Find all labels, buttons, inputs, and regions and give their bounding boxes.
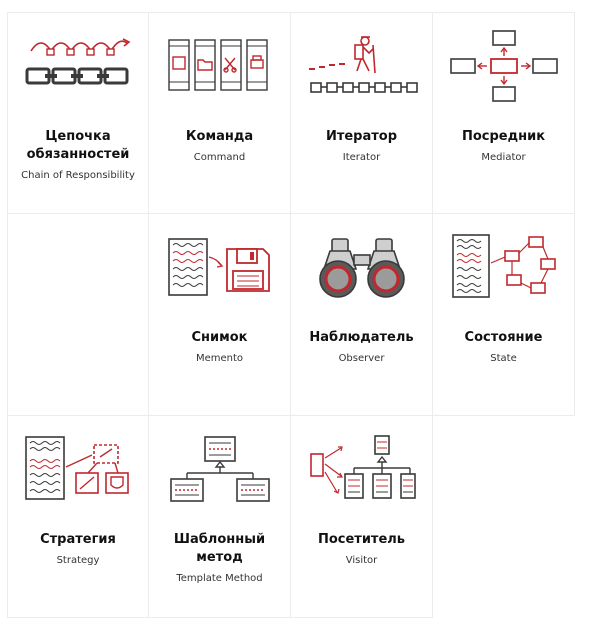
pattern-card-memento[interactable]: Снимок Memento [149,214,291,416]
pattern-card-command[interactable]: Команда Command [149,12,291,214]
pattern-subtitle: Mediator [481,152,526,163]
pattern-card-mediator[interactable]: Посредник Mediator [433,12,575,214]
pattern-card-chain-of-responsibility[interactable]: Цепочка обязанностей Chain of Responsibi… [7,12,149,214]
pattern-title: Посредник [461,129,546,144]
pattern-title: Состояние [464,330,543,345]
pattern-subtitle: Chain of Responsibility [21,170,135,181]
pattern-card-state[interactable]: Состояние State [433,214,575,416]
pattern-title: Цепочка обязанностей [26,129,130,162]
state-icon [433,214,575,319]
pattern-subtitle: Iterator [342,152,381,163]
pattern-title: Наблюдатель [309,330,414,345]
observer-icon [291,214,433,319]
empty-cell [7,214,149,416]
command-icon [149,13,291,118]
pattern-subtitle: Command [193,152,246,163]
empty-cell [433,416,575,618]
pattern-title: Команда [185,129,254,144]
pattern-subtitle: Strategy [56,555,100,566]
pattern-card-template-method[interactable]: Шаблонный метод Template Method [149,416,291,618]
patterns-grid: Цепочка обязанностей Chain of Responsibi… [7,12,579,618]
pattern-card-visitor[interactable]: Посетитель Visitor [291,416,433,618]
pattern-card-iterator[interactable]: Итератор Iterator [291,12,433,214]
pattern-title: Итератор [325,129,398,144]
patterns-row: Снимок Memento [7,214,579,416]
pattern-subtitle: Visitor [345,555,378,566]
patterns-row: Цепочка обязанностей Chain of Responsibi… [7,12,579,214]
pattern-title: Снимок [191,330,248,345]
pattern-subtitle: Template Method [176,573,263,584]
pattern-card-observer[interactable]: Наблюдатель Observer [291,214,433,416]
template-method-icon [149,416,291,521]
patterns-row: Стратегия Strategy [7,416,579,618]
pattern-title: Шаблонный метод [173,532,266,565]
pattern-subtitle: State [490,353,517,364]
iterator-icon [291,13,433,118]
mediator-icon [433,13,575,118]
visitor-icon [291,416,433,521]
pattern-title: Стратегия [40,532,116,547]
pattern-subtitle: Memento [195,353,244,364]
memento-icon [149,214,291,319]
strategy-icon [7,416,149,521]
pattern-subtitle: Observer [338,353,385,364]
pattern-title: Посетитель [317,532,406,547]
pattern-card-strategy[interactable]: Стратегия Strategy [7,416,149,618]
chain-of-responsibility-icon [7,13,149,118]
